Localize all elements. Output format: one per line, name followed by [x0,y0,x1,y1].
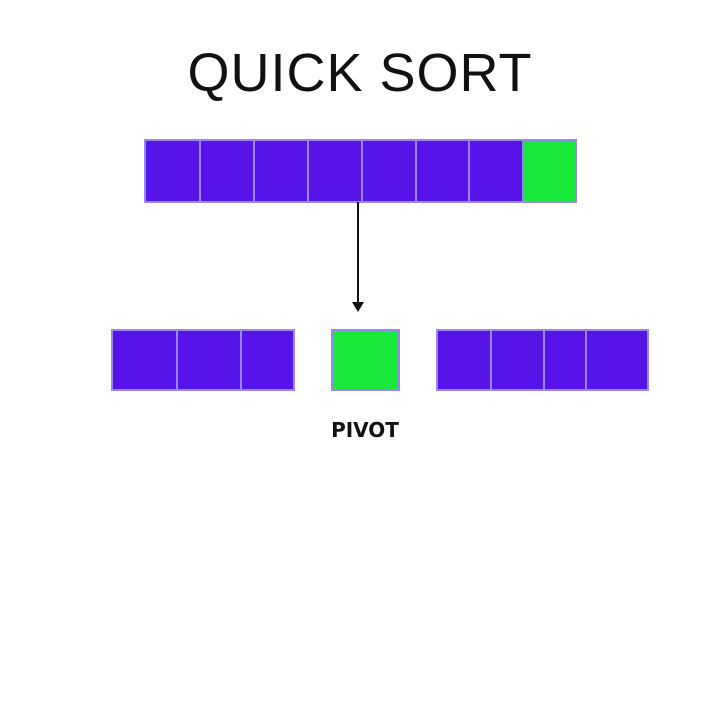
array-element [470,141,524,201]
array-element [255,141,309,201]
array-element [242,331,293,389]
array-element [201,141,255,201]
array-element [587,331,647,389]
right-partition [436,329,649,391]
pivot-box [331,329,400,391]
input-array [144,139,577,203]
array-element [178,331,242,389]
diagram-title: QUICK SORT [187,43,533,103]
array-element [417,141,470,201]
array-element [545,331,587,389]
array-element [309,141,363,201]
partition-arrow [357,202,359,306]
left-partition [111,329,295,391]
arrow-head-icon [352,302,364,312]
array-element [113,331,178,389]
array-element [492,331,545,389]
pivot-element [524,141,575,201]
pivot-label: PIVOT [331,418,399,442]
array-element [438,331,492,389]
array-element [363,141,417,201]
pivot-element [333,331,398,389]
array-element [146,141,201,201]
